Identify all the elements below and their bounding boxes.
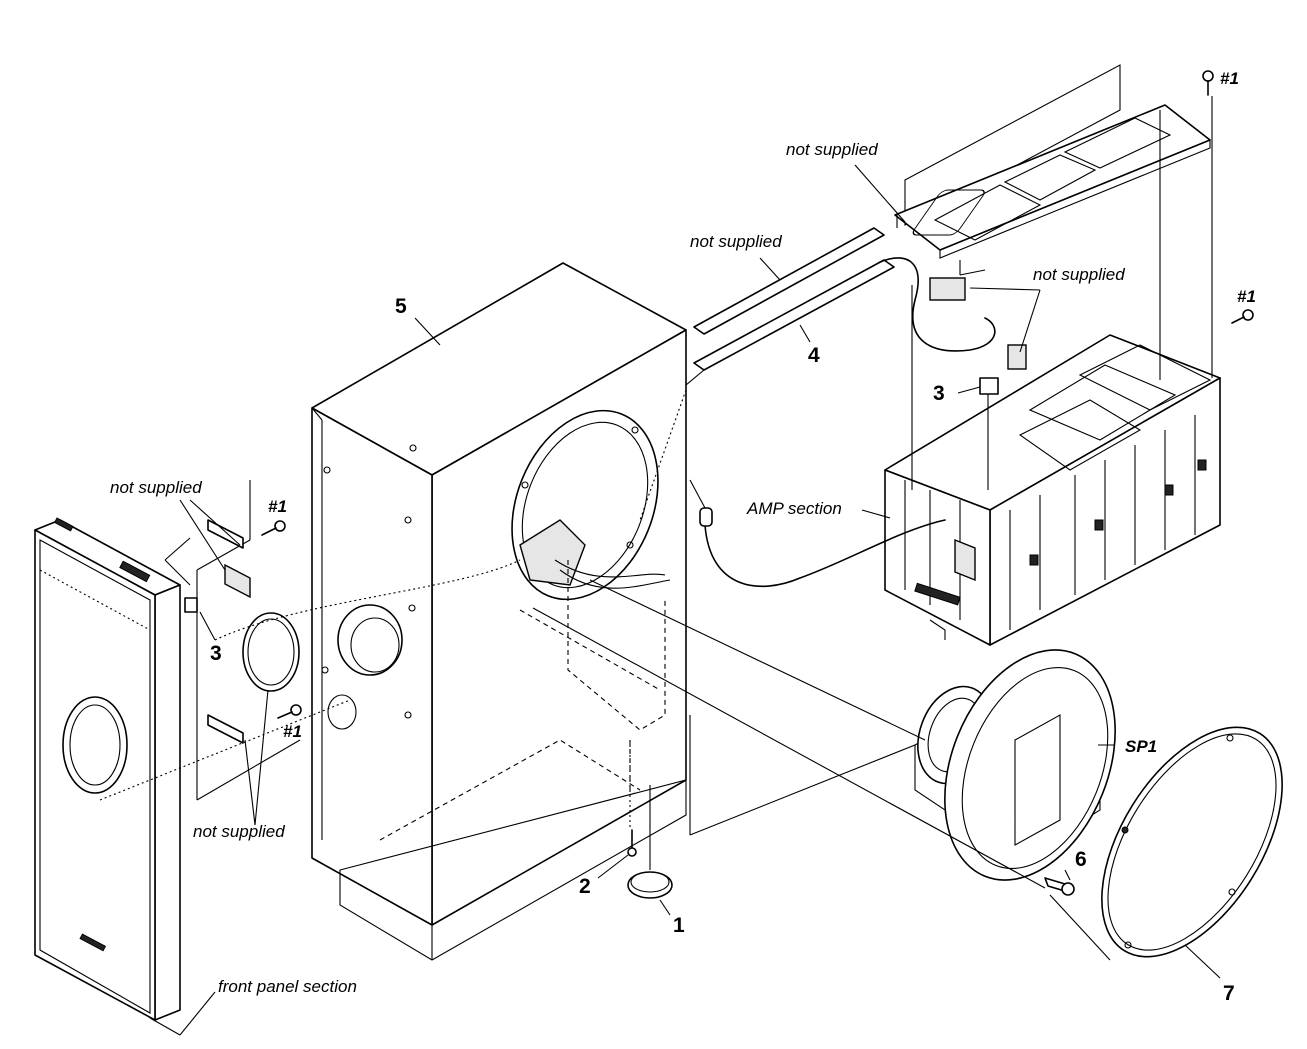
woofer [914, 649, 1116, 881]
small-parts [261, 70, 1254, 899]
label-screw-ref-panel-top: #1 [268, 497, 287, 516]
label-part-7: 7 [1223, 982, 1235, 1005]
label-part-5: 5 [395, 295, 407, 318]
trim-strips [685, 227, 895, 386]
label-screw-ref-panel-bottom: #1 [283, 722, 302, 741]
label-part-3-amp: 3 [933, 382, 945, 405]
grille [1101, 726, 1283, 958]
label-part-4: 4 [808, 344, 820, 367]
label-part-6: 6 [1075, 848, 1087, 871]
label-amp-section: AMP section [746, 499, 842, 518]
label-not-supplied-strip: not supplied [690, 232, 782, 251]
label-front-panel-section: front panel section [218, 977, 357, 996]
leader-lines [149, 164, 1221, 1036]
label-screw-ref-amp: #1 [1237, 287, 1256, 306]
label-not-supplied-cable: not supplied [1033, 265, 1125, 284]
labels: 5 4 3 3 2 1 6 7 SP1 #1 #1 #1 #1 not supp… [110, 69, 1256, 1005]
label-part-1: 1 [673, 914, 685, 937]
label-part-2: 2 [579, 875, 591, 898]
label-sp1: SP1 [1125, 737, 1157, 756]
label-not-supplied-panel-bottom: not supplied [193, 822, 285, 841]
top-cover [894, 64, 1211, 276]
bracket-frame [164, 480, 301, 801]
ribbon-cable [879, 257, 1027, 490]
label-not-supplied-top: not supplied [786, 140, 878, 159]
label-part-3-panel: 3 [210, 642, 222, 665]
label-not-supplied-panel-top: not supplied [110, 478, 202, 497]
assembly-lines [99, 96, 1213, 961]
cabinet [311, 262, 687, 961]
front-panel [34, 517, 181, 1021]
amp-chassis [884, 334, 1221, 646]
label-screw-ref-top: #1 [1220, 69, 1239, 88]
